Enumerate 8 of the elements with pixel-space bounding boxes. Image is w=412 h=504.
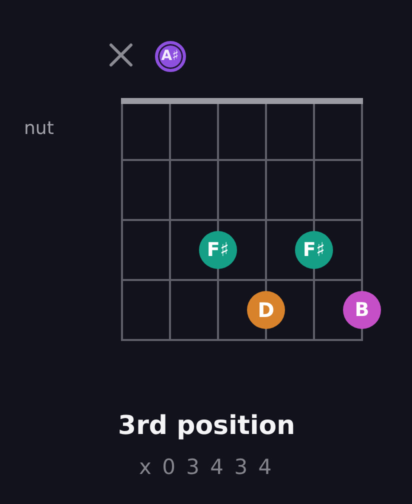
- chord-position-title: 3rd position: [118, 412, 296, 442]
- nut-label: nut: [24, 119, 54, 140]
- note-dot: F♯: [199, 231, 237, 269]
- note-dot: F♯: [295, 231, 333, 269]
- open-string-note-marker: A♯: [154, 40, 186, 72]
- fingering-label: x 0 3 4 3 4: [139, 455, 274, 480]
- note-dot: D: [247, 291, 285, 329]
- note-dot: B: [343, 291, 381, 329]
